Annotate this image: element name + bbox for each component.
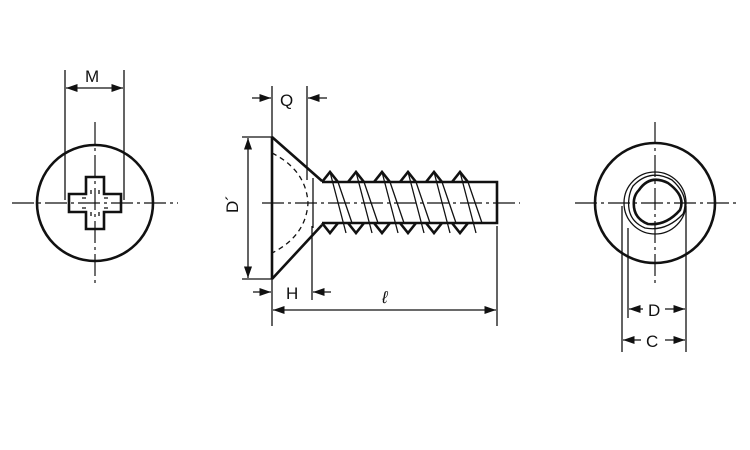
- tip-end-view: D C: [575, 122, 738, 352]
- label-d: D: [648, 301, 660, 320]
- label-d-prime: D´: [223, 195, 242, 213]
- label-h: H: [286, 284, 298, 303]
- tri-lobular-icon: [632, 178, 683, 226]
- side-view: Q D´ H ℓ: [223, 86, 520, 326]
- head-top-view: M: [12, 67, 178, 284]
- label-q: Q: [280, 91, 293, 110]
- label-l: ℓ: [381, 288, 388, 307]
- label-m: M: [85, 67, 99, 86]
- cross-recess-icon: [67, 175, 123, 231]
- label-c: C: [646, 332, 658, 351]
- countersunk-head: [271, 136, 323, 280]
